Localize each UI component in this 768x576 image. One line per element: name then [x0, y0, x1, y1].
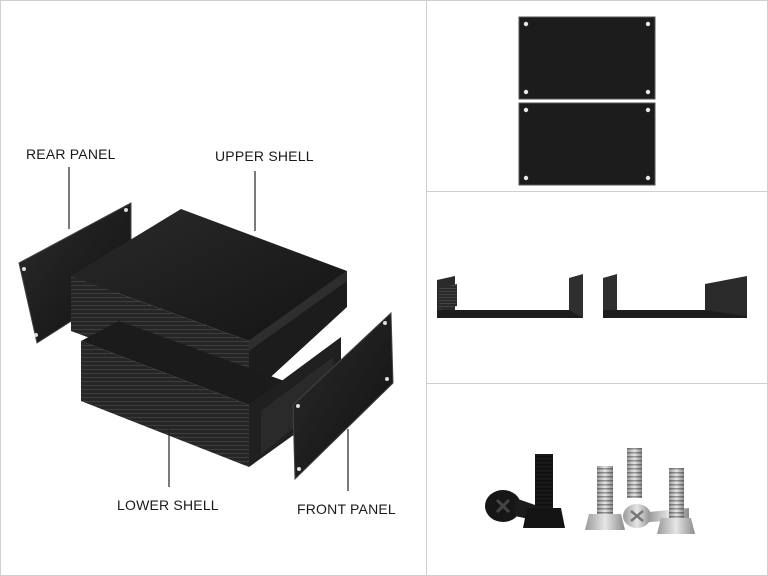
horizontal-divider-1 [427, 191, 767, 192]
rear-panel-label: REAR PANEL [26, 146, 116, 162]
steel-screw-3 [657, 468, 695, 534]
front-panel-label: FRONT PANEL [297, 501, 396, 517]
vertical-divider [426, 1, 427, 575]
lower-shell-shape [81, 321, 341, 467]
front-panel-shape [292, 311, 394, 481]
steel-screw-2 [627, 448, 642, 498]
end-panels-photo [427, 1, 767, 191]
shell-half-right [603, 274, 747, 318]
lower-shell-label: LOWER SHELL [117, 497, 219, 513]
screws-photo [427, 384, 767, 575]
upper-shell-label: UPPER SHELL [215, 148, 314, 164]
enclosure-illustration [18, 167, 394, 491]
end-panel-top [518, 16, 656, 100]
horizontal-divider-2 [427, 383, 767, 384]
shell-half-left [437, 274, 583, 318]
exploded-enclosure-diagram: REAR PANEL UPPER SHELL LOWER SHELL FRONT… [1, 1, 426, 575]
black-screw-standing [523, 454, 565, 528]
shell-halves-photo [427, 192, 767, 382]
steel-screw-1 [585, 466, 625, 530]
end-panel-bottom [518, 102, 656, 186]
